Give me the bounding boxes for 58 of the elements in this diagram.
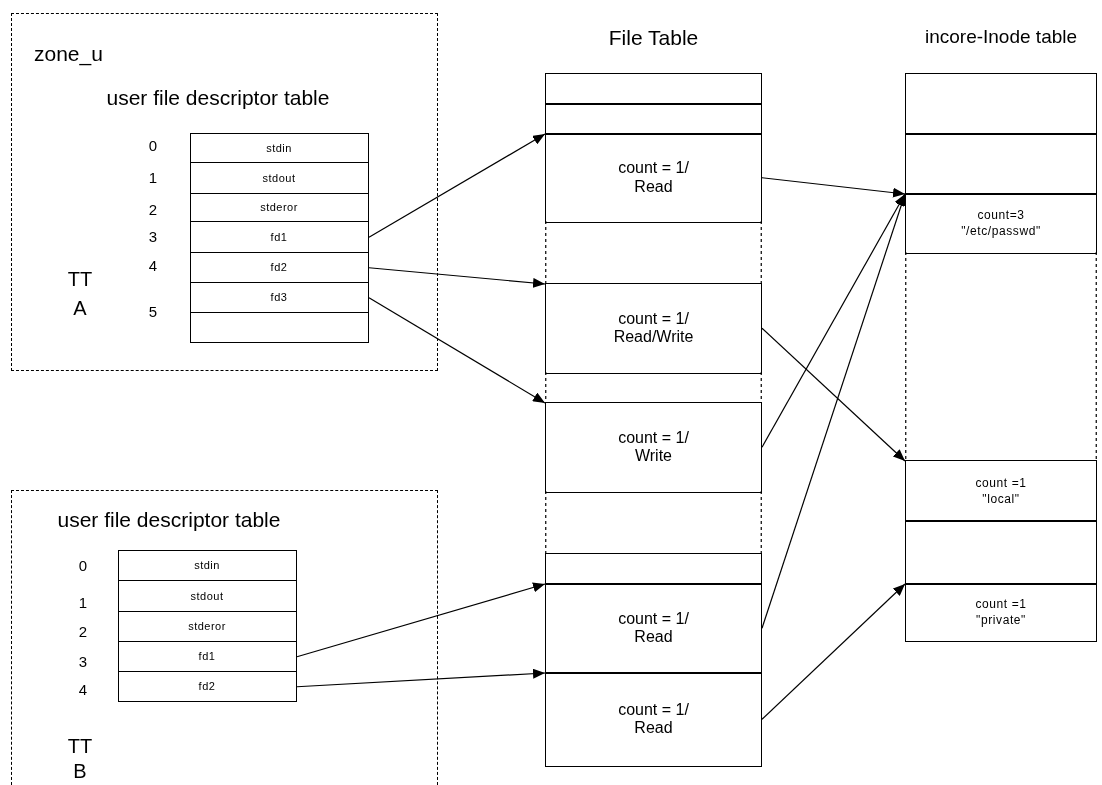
- inode-entry: count=3 "/etc/passwd": [905, 193, 1097, 254]
- inode-entry: [905, 73, 1097, 135]
- arrow: [761, 193, 906, 448]
- file-table-entry: count = 1/ Read: [545, 583, 762, 674]
- arrow: [368, 267, 546, 288]
- arrow: [368, 133, 546, 238]
- region-label: zone_u: [34, 42, 103, 66]
- arrow: [368, 297, 546, 404]
- file-table-entry: count = 1/ Read/Write: [545, 283, 762, 374]
- table-cell: fd2: [189, 251, 369, 283]
- table-heading: File Table: [608, 26, 699, 50]
- dashed-frame: [11, 490, 438, 785]
- arrow: [296, 668, 546, 688]
- file-table-entry: [545, 553, 762, 585]
- process-label: A: [73, 296, 87, 320]
- arrow: [296, 582, 546, 658]
- inode-entry: count =1 "local": [905, 460, 1097, 522]
- row-index: 3: [78, 652, 88, 670]
- table-cell: fd2: [117, 670, 297, 702]
- arrow: [761, 583, 906, 720]
- inode-entry: count =1 "private": [905, 583, 1097, 642]
- table-cell: stdin: [117, 549, 297, 581]
- table-cell: stderor: [189, 192, 369, 222]
- row-index: 1: [148, 168, 158, 186]
- table-heading: incore-Inode table: [924, 26, 1078, 48]
- row-index: 0: [148, 136, 158, 154]
- table-cell: fd3: [189, 281, 369, 313]
- arrow: [761, 193, 906, 629]
- inode-entry: [905, 520, 1097, 585]
- row-index: 3: [148, 227, 158, 245]
- row-index: 4: [148, 256, 158, 274]
- dashed-frame: [11, 13, 438, 371]
- process-label: TT: [67, 267, 93, 291]
- arrow: [761, 177, 906, 198]
- row-index: 0: [78, 556, 88, 574]
- file-table-entry: [545, 103, 762, 135]
- table-cell: fd1: [117, 640, 297, 672]
- table-heading: user file descriptor table: [57, 507, 281, 532]
- row-index: 2: [78, 622, 88, 640]
- table-cell: fd1: [189, 220, 369, 253]
- process-label: B: [73, 759, 87, 783]
- file-table-entry: count = 1/ Read: [545, 672, 762, 767]
- file-table-entry: [545, 73, 762, 105]
- row-index: 2: [148, 200, 158, 218]
- row-index: 1: [78, 593, 88, 611]
- arrow: [761, 327, 906, 462]
- process-label: TT: [67, 734, 93, 758]
- table-heading: user file descriptor table: [106, 85, 330, 110]
- table-cell: [189, 311, 369, 343]
- inode-entry: [905, 133, 1097, 195]
- row-index: 4: [78, 680, 88, 698]
- file-table-entry: count = 1/ Read: [545, 133, 762, 223]
- table-cell: stdin: [189, 132, 369, 163]
- row-index: 5: [148, 302, 158, 320]
- table-cell: stdout: [189, 161, 369, 194]
- table-cell: stderor: [117, 610, 297, 642]
- file-table-entry: count = 1/ Write: [545, 402, 762, 493]
- table-cell: stdout: [117, 579, 297, 612]
